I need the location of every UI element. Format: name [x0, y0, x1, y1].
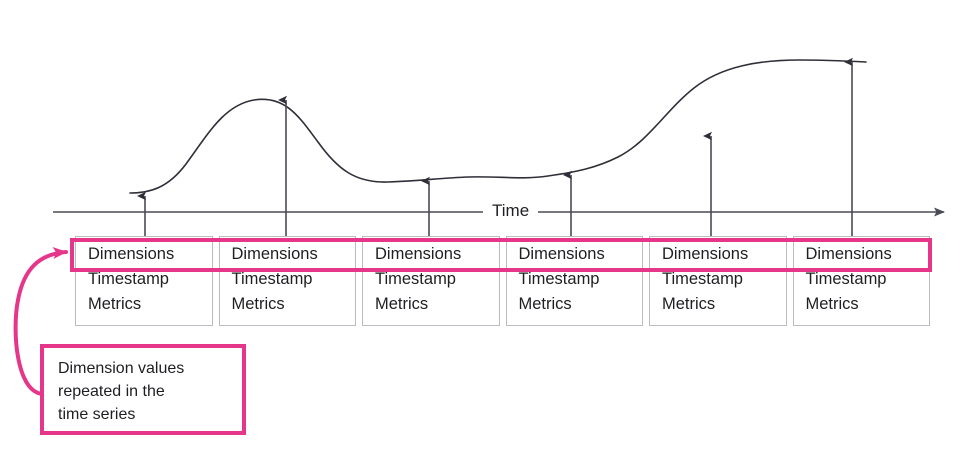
record-box[interactable]: Dimensions Timestamp Metrics [218, 236, 356, 326]
record-metrics-label: Metrics [805, 295, 859, 313]
callout-line-1: Dimension values [58, 360, 185, 377]
record-box[interactable]: Dimensions Timestamp Metrics [75, 236, 213, 326]
callout-line-2: repeated in the [58, 383, 165, 400]
record-timestamp-label: Timestamp [231, 270, 313, 288]
record-box[interactable]: Dimensions Timestamp Metrics [505, 236, 643, 326]
record-timestamp-label: Timestamp [805, 270, 887, 288]
record-box[interactable]: Dimensions Timestamp Metrics [649, 236, 787, 326]
record-dimensions-label: Dimensions [88, 245, 175, 263]
record-dimensions-label: Dimensions [518, 245, 605, 263]
callout-curved-arrow-icon [13, 247, 68, 396]
callout-line-3: time series [58, 406, 136, 423]
record-timestamp-label: Timestamp [88, 270, 169, 288]
record-timestamp-label: Timestamp [375, 270, 456, 288]
record-dimensions-label: Dimensions [375, 245, 462, 263]
record-boxes-row: Dimensions Timestamp Metrics Dimensions … [75, 236, 930, 326]
record-timestamp-label: Timestamp [518, 270, 600, 288]
callout-note: Dimension values repeated in the time se… [40, 344, 246, 435]
record-metrics-label: Metrics [375, 295, 429, 313]
record-metrics-label: Metrics [88, 295, 142, 313]
record-timestamp-label: Timestamp [662, 270, 743, 288]
record-dimensions-label: Dimensions [805, 245, 892, 263]
record-metrics-label: Metrics [518, 295, 572, 313]
record-dimensions-label: Dimensions [662, 245, 749, 263]
record-metrics-label: Metrics [662, 295, 716, 313]
record-metrics-label: Metrics [231, 295, 285, 313]
record-dimensions-label: Dimensions [231, 245, 318, 263]
record-box[interactable]: Dimensions Timestamp Metrics [792, 236, 930, 326]
time-axis-label: Time [483, 201, 539, 221]
record-box[interactable]: Dimensions Timestamp Metrics [362, 236, 500, 326]
timeseries-curve [129, 59, 867, 194]
